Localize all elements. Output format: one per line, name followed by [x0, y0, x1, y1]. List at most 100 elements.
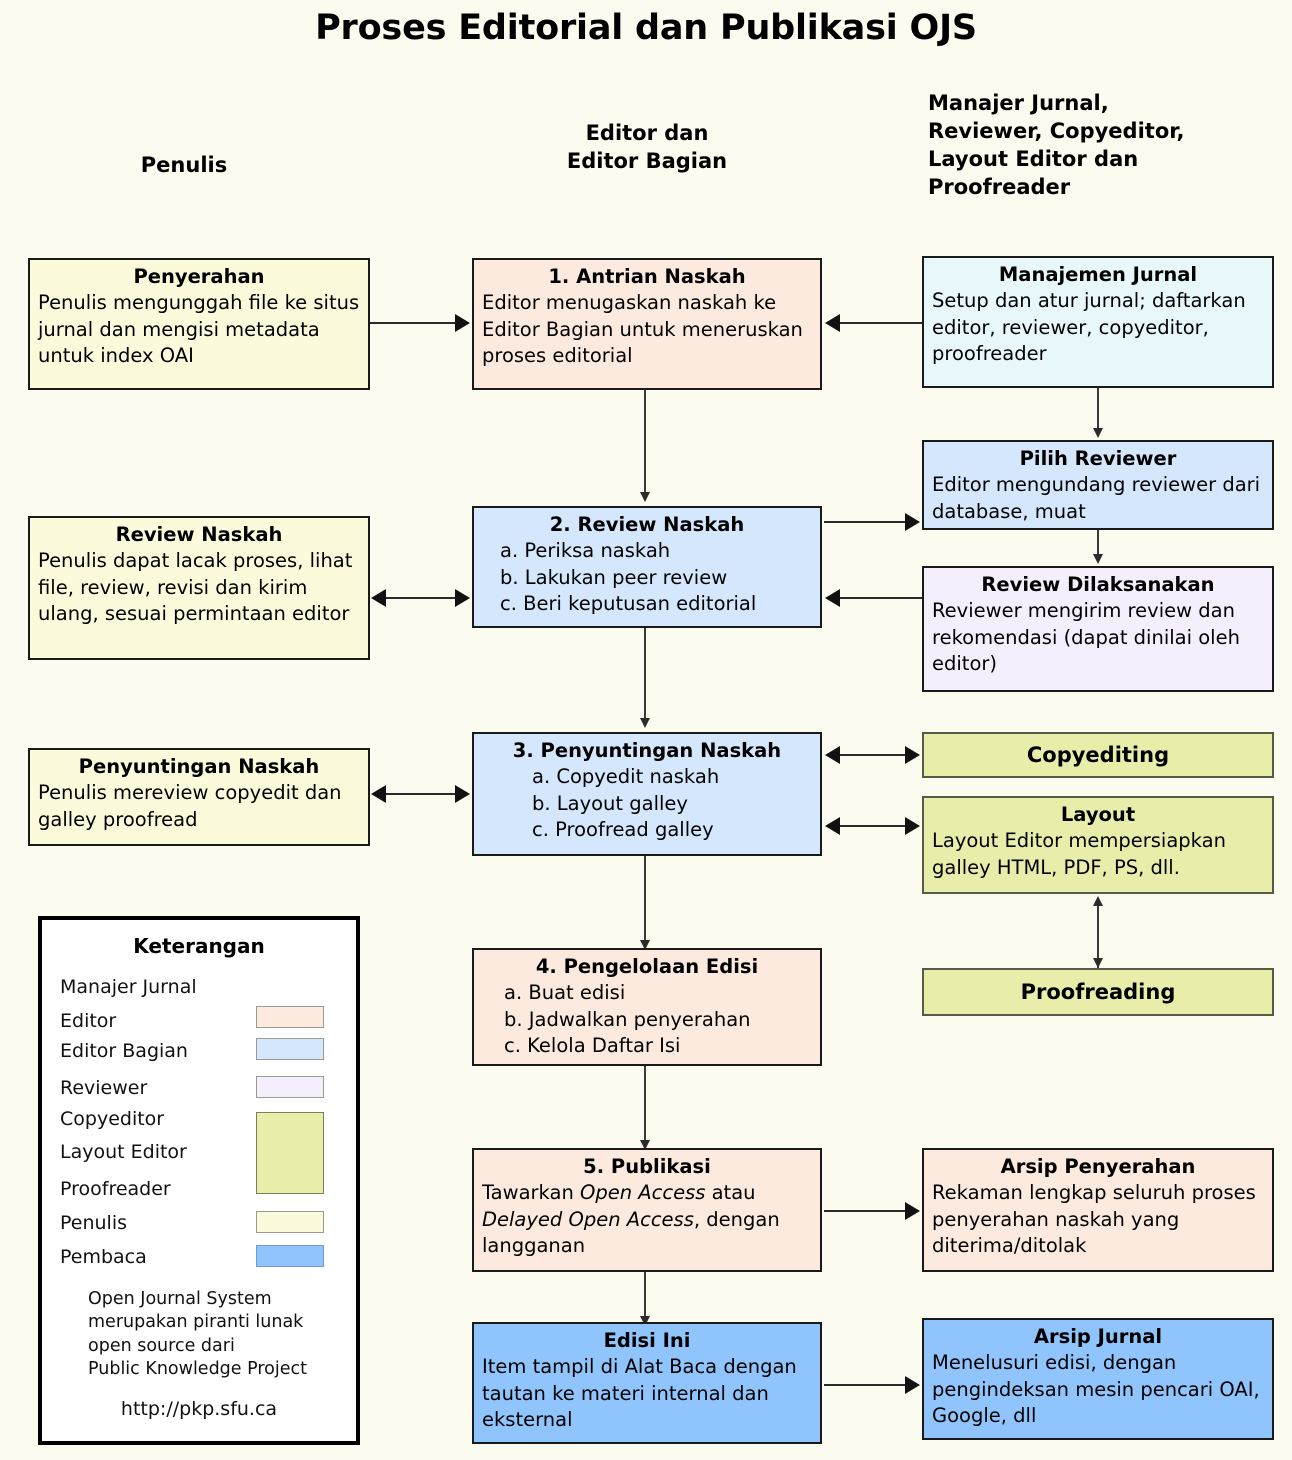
legend-label-copyeditor: Copyeditor	[60, 1108, 165, 1130]
column-header-others: Manajer Jurnal, Reviewer, Copyeditor, La…	[928, 91, 1185, 199]
box-arsip-penyerahan[interactable]: Arsip Penyerahan Rekaman lengkap seluruh…	[922, 1148, 1274, 1272]
arrowhead-antrian-review	[640, 492, 650, 502]
connector-publikasi-arsip	[824, 1210, 908, 1212]
box-penyerahan-body: Penulis mengunggah file ke situs jurnal …	[38, 291, 360, 367]
box-pilih-reviewer-body: Editor mengundang reviewer dari database…	[932, 473, 1261, 523]
box-review-naskah-penulis-title: Review Naskah	[115, 523, 283, 546]
box-pengelolaan-edisi-item-1: b. Jadwalkan penyerahan	[504, 1007, 751, 1031]
connector-manajemen-antrian	[840, 322, 922, 324]
box-publikasi[interactable]: 5. Publikasi Tawarkan Open Access atau D…	[472, 1148, 822, 1272]
box-penyuntingan-naskah[interactable]: 3. Penyuntingan Naskah a. Copyedit naska…	[472, 732, 822, 856]
arrowhead-manajemen-pilihreviewer	[1093, 428, 1103, 438]
box-review-naskah-title: 2. Review Naskah	[549, 513, 745, 536]
box-arsip-jurnal-body: Menelusuri edisi, dengan pengindeksan me…	[932, 1351, 1260, 1427]
box-arsip-penyerahan-body: Rekaman lengkap seluruh proses penyeraha…	[932, 1181, 1256, 1257]
connector-penyuntingan-layout	[840, 825, 908, 827]
column-header-editor: Editor dan Editor Bagian	[566, 121, 728, 173]
box-review-naskah-item-2: c. Beri keputusan editorial	[500, 591, 757, 615]
arrowhead-dilaksanakan-review	[825, 589, 840, 607]
connector-publikasi-edisiini	[644, 1272, 646, 1318]
legend-label-manajer-jurnal: Manajer Jurnal	[60, 976, 197, 998]
column-header-author: Penulis	[140, 153, 228, 177]
arrowhead-penulis-review-right	[455, 589, 470, 607]
box-arsip-jurnal-title: Arsip Jurnal	[1033, 1325, 1163, 1348]
box-review-naskah-penulis[interactable]: Review Naskah Penulis dapat lacak proses…	[28, 516, 370, 660]
box-review-dilaksanakan[interactable]: Review Dilaksanakan Reviewer mengirim re…	[922, 566, 1274, 692]
arrowhead-penyuntingan-copyediting-left	[825, 746, 840, 764]
connector-review-penyuntingan	[644, 628, 646, 720]
box-review-naskah[interactable]: 2. Review Naskah a. Periksa naskah b. La…	[472, 506, 822, 628]
connector-penulis-penyuntingan	[386, 793, 458, 795]
box-review-dilaksanakan-body: Reviewer mengirim review dan rekomendasi…	[932, 599, 1240, 675]
arrowhead-penulis-penyuntingan-left	[371, 785, 386, 803]
publikasi-text-3: Delayed Open Access	[482, 1207, 694, 1231]
box-arsip-jurnal[interactable]: Arsip Jurnal Menelusuri edisi, dengan pe…	[922, 1318, 1274, 1440]
box-pilih-reviewer[interactable]: Pilih Reviewer Editor mengundang reviewe…	[922, 440, 1274, 530]
box-antrian-naskah-title: 1. Antrian Naskah	[548, 265, 746, 288]
legend-title: Keterangan	[133, 934, 265, 958]
box-penyuntingan-penulis[interactable]: Penyuntingan Naskah Penulis mereview cop…	[28, 748, 370, 846]
legend-swatch-editor	[256, 1006, 324, 1028]
connector-proofreading-layout	[1097, 904, 1099, 968]
box-layout-body: Layout Editor mempersiapkan galley HTML,…	[932, 829, 1226, 879]
legend-swatch-copyeditor-group	[256, 1112, 324, 1194]
box-pengelolaan-edisi-title: 4. Pengelolaan Edisi	[535, 955, 759, 978]
connector-pilihreviewer-dilaksanakan	[1097, 530, 1099, 556]
arrowhead-manajemen-antrian	[825, 314, 840, 332]
box-pengelolaan-edisi-item-2: c. Kelola Daftar Isi	[504, 1033, 681, 1057]
box-copyediting-title: Copyediting	[1026, 742, 1170, 767]
box-penyerahan[interactable]: Penyerahan Penulis mengunggah file ke si…	[28, 258, 370, 390]
box-penyuntingan-penulis-title: Penyuntingan Naskah	[78, 755, 320, 778]
box-pengelolaan-edisi-item-0: a. Buat edisi	[504, 981, 626, 1005]
box-penyerahan-title: Penyerahan	[133, 265, 265, 288]
connector-penyuntingan-pengelolaan	[644, 856, 646, 942]
connector-pengelolaan-publikasi	[644, 1066, 646, 1142]
publikasi-text-0: Tawarkan	[482, 1181, 581, 1205]
arrowhead-proofreading-layout-up	[1093, 896, 1103, 906]
box-manajemen-jurnal[interactable]: Manajemen Jurnal Setup dan atur jurnal; …	[922, 256, 1274, 388]
legend-label-pembaca: Pembaca	[60, 1246, 147, 1268]
arrowhead-penyuntingan-layout-right	[905, 817, 920, 835]
legend-swatch-reviewer	[256, 1076, 324, 1098]
box-publikasi-title: 5. Publikasi	[583, 1155, 711, 1178]
arrowhead-edisiini-arsipjurnal	[905, 1376, 920, 1394]
legend-note: Open Journal System merupakan piranti lu…	[88, 1289, 307, 1380]
arrowhead-proofreading-layout-down	[1093, 958, 1103, 968]
box-pilih-reviewer-title: Pilih Reviewer	[1019, 447, 1177, 470]
legend-label-editor: Editor	[60, 1010, 117, 1032]
box-edisi-ini-body: Item tampil di Alat Baca dengan tautan k…	[482, 1355, 797, 1431]
arrowhead-review-penyuntingan	[640, 718, 650, 728]
box-proofreading-title: Proofreading	[1020, 979, 1176, 1004]
arrowhead-pengelolaan-publikasi	[640, 1140, 650, 1150]
legend-label-layout-editor: Layout Editor	[60, 1141, 187, 1163]
box-penyuntingan-penulis-body: Penulis mereview copyedit dan galley pro…	[38, 781, 342, 831]
arrowhead-penyuntingan-layout-left	[825, 817, 840, 835]
connector-manajemen-pilihreviewer	[1097, 388, 1099, 430]
arrowhead-penyuntingan-copyediting-right	[905, 746, 920, 764]
box-proofreading[interactable]: Proofreading	[922, 968, 1274, 1016]
box-copyediting[interactable]: Copyediting	[922, 732, 1274, 778]
box-review-naskah-item-0: a. Periksa naskah	[500, 539, 671, 563]
publikasi-text-2: atau	[705, 1181, 756, 1205]
box-review-naskah-item-1: b. Lakukan peer review	[500, 565, 728, 589]
arrowhead-publikasi-arsip	[905, 1202, 920, 1220]
connector-review-pilihreviewer	[824, 521, 906, 523]
box-pengelolaan-edisi[interactable]: 4. Pengelolaan Edisi a. Buat edisi b. Ja…	[472, 948, 822, 1066]
box-edisi-ini[interactable]: Edisi Ini Item tampil di Alat Baca denga…	[472, 1322, 822, 1444]
box-manajemen-jurnal-body: Setup dan atur jurnal; daftarkan editor,…	[932, 289, 1246, 365]
box-penyuntingan-naskah-item-0: a. Copyedit naskah	[532, 765, 720, 789]
box-antrian-naskah-body: Editor menugaskan naskah ke Editor Bagia…	[482, 291, 803, 367]
connector-antrian-review	[644, 390, 646, 494]
connector-dilaksanakan-review	[840, 597, 922, 599]
legend-panel: Keterangan Manajer Jurnal Editor Editor …	[38, 916, 360, 1445]
legend-label-editor-bagian: Editor Bagian	[60, 1040, 188, 1062]
box-antrian-naskah[interactable]: 1. Antrian Naskah Editor menugaskan nask…	[472, 258, 822, 390]
publikasi-text-1: Open Access	[580, 1181, 706, 1205]
box-review-dilaksanakan-title: Review Dilaksanakan	[981, 573, 1215, 596]
arrowhead-penulis-penyuntingan-right	[455, 785, 470, 803]
box-layout[interactable]: Layout Layout Editor mempersiapkan galle…	[922, 796, 1274, 894]
publikasi-text-4: , dengan langganan	[482, 1207, 780, 1257]
legend-swatch-editor-bagian	[256, 1038, 324, 1060]
box-review-naskah-penulis-body: Penulis dapat lacak proses, lihat file, …	[38, 549, 353, 625]
